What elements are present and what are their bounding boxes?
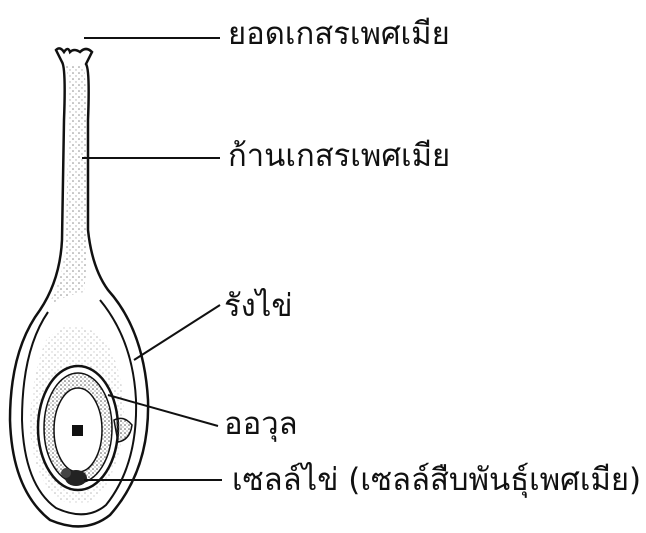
label-egg-cell: เซลล์ไข่ (เซลล์สืบพันธุ์เพศเมีย)	[232, 462, 641, 498]
synergid	[61, 468, 71, 478]
label-ovary: รังไข่	[224, 288, 293, 324]
label-stigma: ยอดเกสรเพศเมีย	[228, 16, 450, 52]
label-ovule: ออวุล	[224, 406, 298, 442]
label-style: ก้านเกสรเพศเมีย	[228, 138, 450, 174]
leader-ovary	[134, 305, 220, 360]
central-nucleus	[72, 425, 83, 436]
